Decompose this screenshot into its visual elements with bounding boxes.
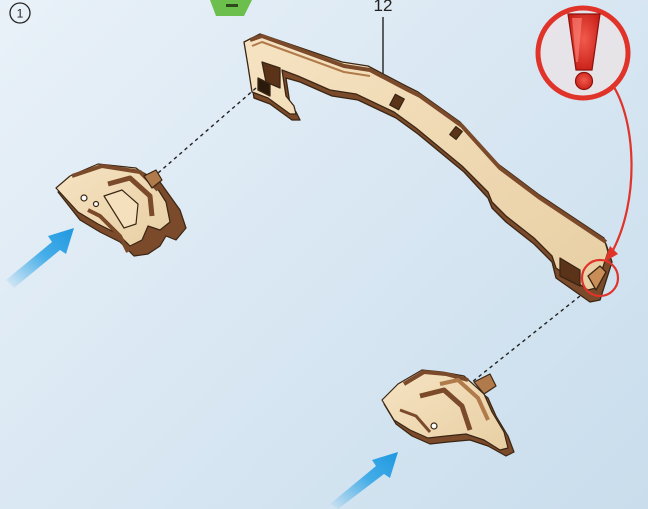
connection-line-right: [461, 295, 581, 391]
blue-arrow-icon: [6, 228, 74, 288]
connection-line-left: [149, 87, 257, 181]
step-number-marker: 1: [9, 2, 31, 24]
main-bar-part: [243, 33, 613, 303]
warning-highlight-circle: [580, 258, 620, 298]
warning-pointer-arrowhead: [604, 246, 618, 262]
part-number-text: 12: [374, 0, 393, 15]
warning-exclamation-icon: [567, 13, 601, 91]
step-number-text: 1: [17, 7, 24, 21]
blue-arrow-icon: [330, 452, 398, 509]
right-wood-part: [381, 369, 515, 457]
warning-pointer-line: [611, 83, 633, 253]
step-badge-icon: [210, 0, 252, 16]
warning-callout: [535, 5, 633, 298]
left-wood-part: [55, 163, 187, 257]
